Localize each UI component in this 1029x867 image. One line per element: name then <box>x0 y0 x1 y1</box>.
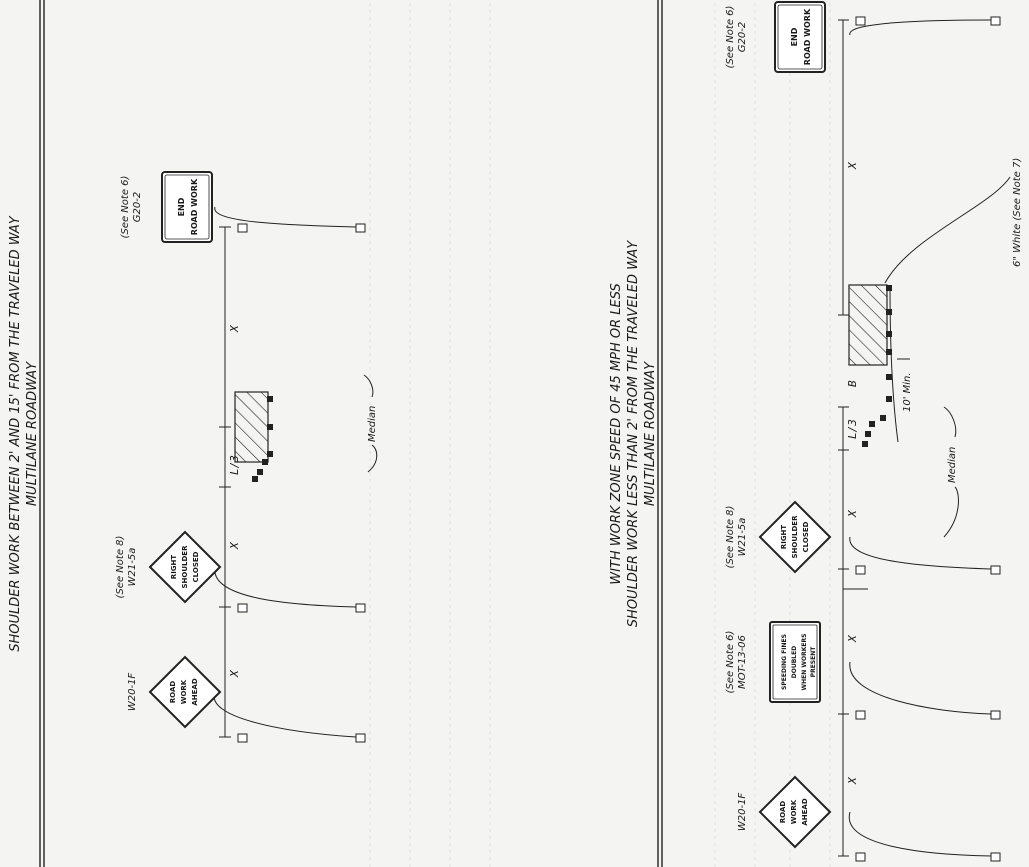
svg-text:END: END <box>790 27 799 46</box>
diagram-1-title-3: WITH WORK ZONE SPEED OF 45 MPH OR LESS <box>609 283 624 585</box>
svg-text:G20-2: G20-2 <box>737 22 748 52</box>
diagram-1-dim-b: B <box>846 380 859 387</box>
diagram-1-dim-x1: X <box>846 776 859 785</box>
svg-text:CLOSED: CLOSED <box>192 551 200 582</box>
svg-text:X: X <box>846 509 859 518</box>
roadway-texture <box>369 0 831 867</box>
svg-text:ROAD WORK: ROAD WORK <box>190 178 199 235</box>
diagram-2: X X L/3 X Median ROAD WORK AHEAD W20-1F … <box>8 0 378 867</box>
svg-text:SHOULDER: SHOULDER <box>791 515 799 559</box>
svg-text:ROAD: ROAD <box>779 801 787 824</box>
svg-text:RIGHT: RIGHT <box>170 555 178 580</box>
svg-text:X: X <box>228 324 241 333</box>
diagram-1-sign-speeding-fines: SPEEDING FINES DOUBLED WHEN WORKERS PRES… <box>725 621 821 703</box>
svg-text:G20-2: G20-2 <box>132 192 143 222</box>
svg-text:W21-5a: W21-5a <box>737 518 748 557</box>
diagram-2-sign-road-work-ahead: ROAD WORK AHEAD W20-1F <box>127 655 222 729</box>
svg-text:X: X <box>846 634 859 643</box>
diagram-1-title-1: MULTILANE ROADWAY <box>643 361 658 506</box>
diagram-1-min-spacing: 10' Min. <box>902 372 913 412</box>
diagram-1-work-area <box>848 284 888 366</box>
svg-text:AHEAD: AHEAD <box>801 798 809 825</box>
svg-text:X: X <box>846 161 859 170</box>
svg-text:CLOSED: CLOSED <box>802 521 810 552</box>
diagram-1-sign-right-shoulder-closed: RIGHT SHOULDER CLOSED W21-5a (See Note 8… <box>725 500 832 574</box>
svg-text:WHEN WORKERS: WHEN WORKERS <box>801 634 808 691</box>
svg-text:AHEAD: AHEAD <box>191 678 199 705</box>
svg-text:SPEEDING FINES: SPEEDING FINES <box>781 634 788 690</box>
diagram-2-median-label: Median <box>367 406 378 442</box>
svg-text:ROAD: ROAD <box>169 681 177 704</box>
diagram-2-dim-l3: L/3 <box>228 455 241 475</box>
svg-text:X: X <box>228 669 241 678</box>
svg-text:RIGHT: RIGHT <box>780 525 788 550</box>
diagram-1-sign-end-road-work: END ROAD WORK G20-2 (See Note 6) <box>725 1 826 73</box>
sign-code: W20-1F <box>737 793 748 832</box>
diagram-1: X X X L/3 B X 10' Min. Median 6" White (… <box>609 0 1023 867</box>
diagram-2-sign-end-road-work: END ROAD WORK G20-2 (See Note 6) <box>120 171 213 243</box>
diagram-1-title-2: SHOULDER WORK LESS THAN 2' FROM THE TRAV… <box>626 240 641 627</box>
svg-text:(See Note 6): (See Note 6) <box>725 631 736 694</box>
svg-text:(See Note 8): (See Note 8) <box>115 536 126 599</box>
svg-text:W20-1F: W20-1F <box>127 673 138 712</box>
diagram-1-dim-l3: L/3 <box>846 419 859 439</box>
diagram-1-stripe-note: 6" White (See Note 7) <box>1012 158 1023 267</box>
svg-text:DOUBLED: DOUBLED <box>791 646 798 678</box>
svg-text:(See Note 8): (See Note 8) <box>725 506 736 569</box>
svg-text:SHOULDER: SHOULDER <box>181 545 189 589</box>
diagram-2-sign-posts <box>237 223 366 743</box>
svg-text:PRESENT: PRESENT <box>810 646 817 678</box>
svg-text:(See Note 6): (See Note 6) <box>725 6 736 69</box>
svg-text:X: X <box>228 541 241 550</box>
diagram-1-sign-posts <box>855 16 1001 862</box>
diagram-1-sign-road-work-ahead: ROAD WORK AHEAD W20-1F <box>737 775 832 849</box>
svg-text:ROAD WORK: ROAD WORK <box>803 8 812 65</box>
diagram-1-median-label: Median <box>947 447 958 483</box>
diagram-2-work-area <box>234 391 269 463</box>
svg-text:(See Note 6): (See Note 6) <box>120 176 131 239</box>
svg-text:MOT-13-06: MOT-13-06 <box>737 635 748 689</box>
diagram-2-sign-right-shoulder-closed: RIGHT SHOULDER CLOSED W21-5a (See Note 8… <box>115 530 222 604</box>
diagram-2-title-1: MULTILANE ROADWAY <box>25 361 40 506</box>
svg-text:WORK: WORK <box>790 799 798 824</box>
svg-text:END: END <box>177 197 186 216</box>
diagram-2-title-2: SHOULDER WORK BETWEEN 2' AND 15' FROM TH… <box>8 215 23 652</box>
svg-text:WORK: WORK <box>180 679 188 704</box>
svg-text:W21-5a: W21-5a <box>127 548 138 587</box>
